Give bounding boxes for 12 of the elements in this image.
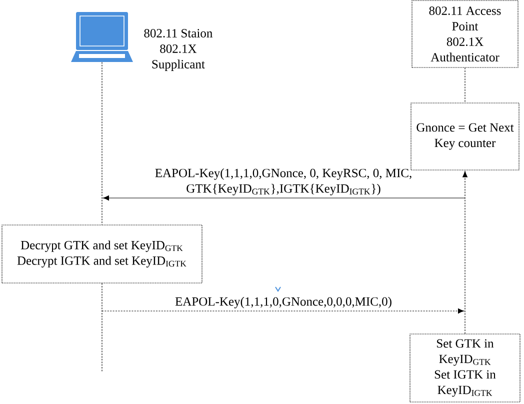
station-label: 802.11 Staion 802.1X Supplicant	[144, 29, 212, 71]
process-box: Decrypt GTK and set KeyID$_{GTK}$ Decrypt IGTK and set KeyID$_{IGTK}$	[2, 224, 202, 284]
message-arrow	[102, 308, 464, 314]
message-arrow	[102, 195, 466, 201]
lifeline	[464, 68, 466, 103]
lifeline	[462, 171, 468, 334]
process-box: Set GTK in KeyID$_{GTK}$ Set IGTK in KeyID$_{IGTK}$	[410, 334, 520, 402]
edge-label: EAPOL-Key(1,1,1,0,GNonce,0,0,0,MIC,0)	[175, 296, 392, 308]
entity-box: 802.11 Access Point 802.1X Authenticator	[412, 0, 518, 68]
process-box: Gnonce = Get Next Key counter	[410, 102, 520, 170]
laptop-icon	[71, 12, 133, 62]
edge-label: EAPOL-Key(1,1,1,0,GNonce, 0, KeyRSC, 0, MIC, GTK{KeyID$_{GTK}$},IGTK{KeyID$_{IGTK}$})	[155, 168, 412, 196]
